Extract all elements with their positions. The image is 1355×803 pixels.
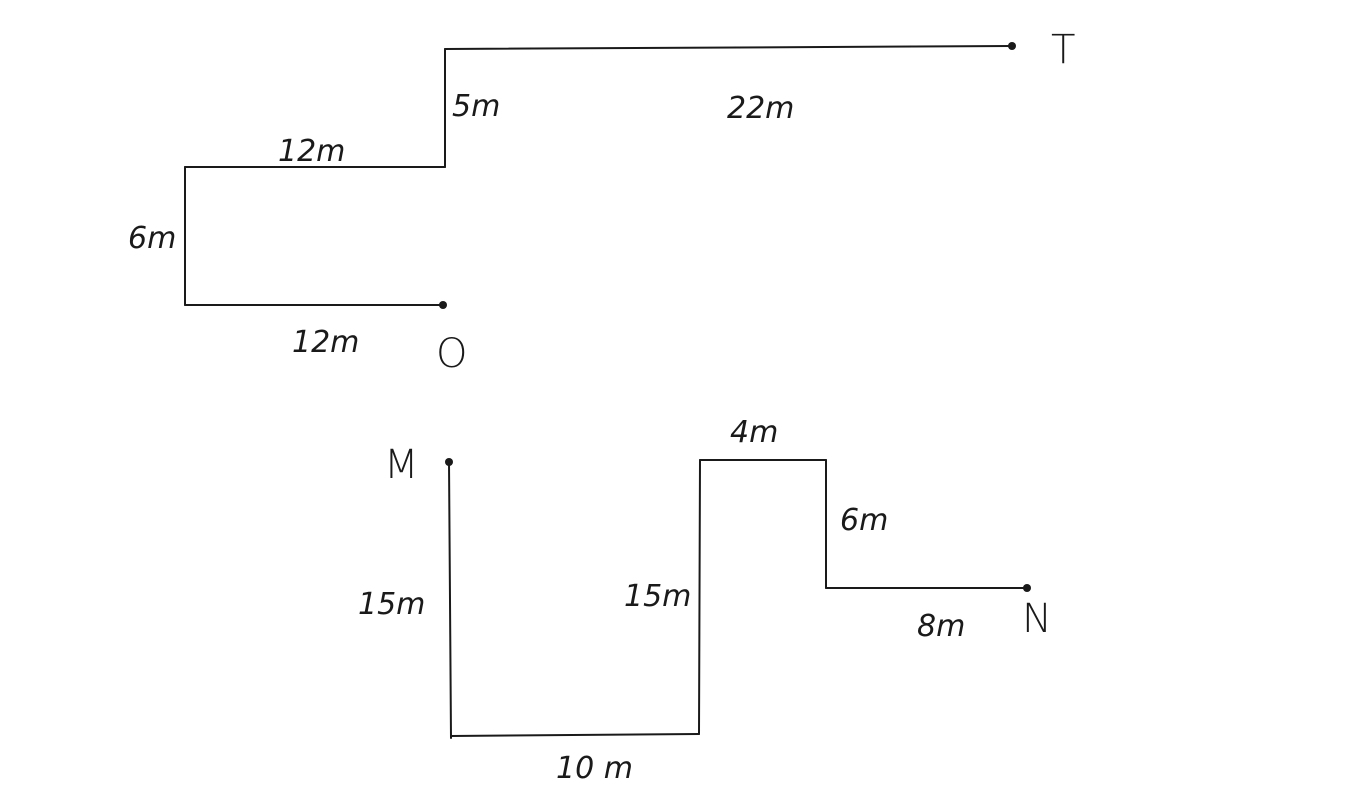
segment-label: 6m <box>128 221 176 256</box>
segment-label: 5m <box>452 89 500 124</box>
point-label-t: T <box>1051 27 1075 73</box>
segment-label: 15m <box>624 579 691 614</box>
segment-label: 12m <box>278 134 345 169</box>
segment-rise-vertical <box>698 459 701 735</box>
segment-bottom-horizontal <box>450 733 700 737</box>
segment-m-vertical <box>448 461 452 739</box>
point-n-marker <box>1023 584 1031 592</box>
path-o-to-t: 12m 6m 12m 5m 22m O T <box>128 27 1075 377</box>
segment-top-horizontal <box>444 45 1013 50</box>
point-label-n: N <box>1022 596 1052 642</box>
segment-label: 22m <box>727 91 794 126</box>
point-m-marker <box>445 458 453 466</box>
point-o-marker <box>439 301 447 309</box>
segment-label: 8m <box>917 609 965 644</box>
segment-label: 6m <box>840 503 888 538</box>
point-t-marker <box>1008 42 1016 50</box>
point-label-m: M <box>384 442 419 488</box>
segment-label: 4m <box>730 415 778 450</box>
segment-label: 12m <box>292 325 359 360</box>
point-label-o: O <box>436 331 467 377</box>
segment-label: 15m <box>358 587 425 622</box>
path-m-to-n: 15m 10 m 15m 4m 6m 8m M N <box>358 415 1052 786</box>
segment-label: 10 m <box>556 751 633 786</box>
